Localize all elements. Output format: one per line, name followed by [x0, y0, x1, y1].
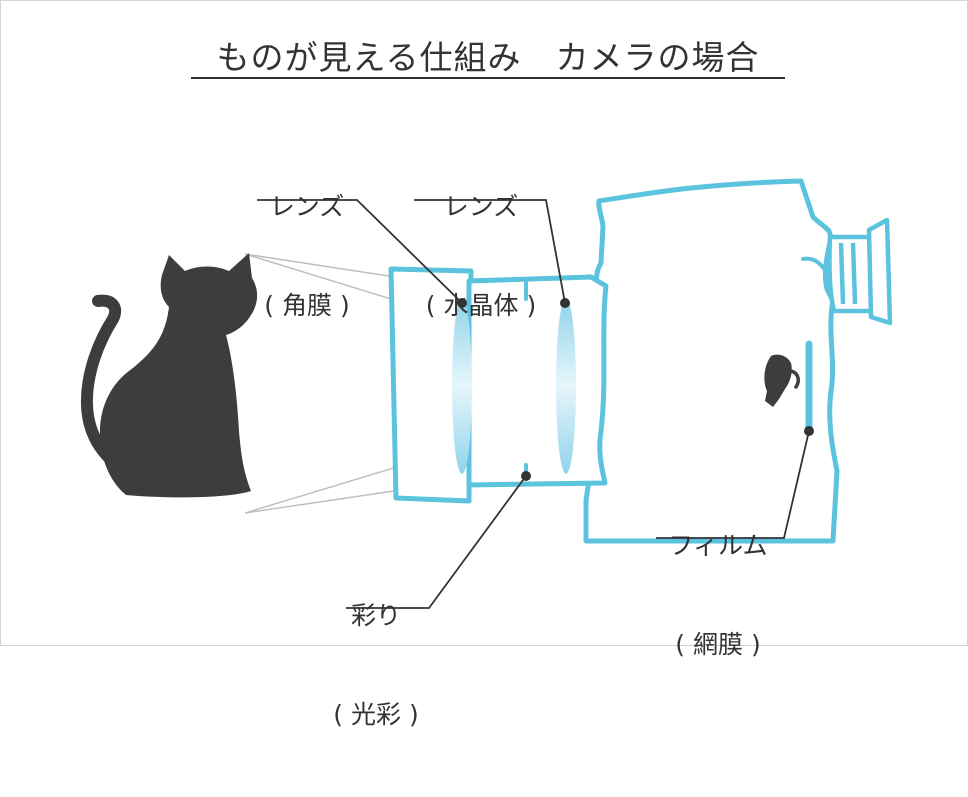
aperture-leader: [346, 475, 527, 609]
inverted-cat-image-icon: [764, 354, 800, 407]
cornea-dot: [457, 298, 467, 308]
crystalline-lens-element: [556, 298, 576, 474]
camera-detail-line: [801, 256, 829, 275]
crystalline-lens-leader: [414, 199, 566, 304]
cornea-label-line2: ( 角膜 ): [264, 291, 350, 320]
viewfinder-eyepiece: [827, 217, 893, 326]
crystalline-lens-label-line2: ( 水晶体 ): [425, 291, 537, 320]
cornea-leader: [257, 199, 463, 304]
crystalline-lens-label-line1: レンズ: [443, 192, 519, 221]
crystalline-lens-dot: [560, 298, 570, 308]
film-label-line1: フィルム: [668, 531, 768, 560]
camera-diagram: [80, 178, 893, 609]
aperture-dot: [521, 471, 531, 481]
film-label: フィルム ( 網膜 ): [643, 463, 793, 727]
cornea-lens-element: [452, 298, 472, 474]
film-dot: [804, 426, 814, 436]
aperture-label: 彩り ( 光彩 ): [313, 533, 439, 797]
figure-frame: ものが見える仕組み カメラの場合: [0, 0, 968, 729]
film-leader: [656, 430, 810, 539]
film-label-line2: ( 網膜 ): [675, 630, 761, 659]
cat-silhouette-icon: [80, 253, 258, 498]
crystalline-lens-label: レンズ ( 水晶体 ): [396, 124, 566, 388]
aperture-label-line1: 彩り: [350, 601, 401, 630]
leader-dots: [457, 298, 814, 481]
cornea-label-line1: レンズ: [269, 192, 345, 221]
title-underline: [191, 77, 785, 79]
page-title: ものが見える仕組み カメラの場合: [216, 38, 760, 77]
aperture-label-line2: ( 光彩 ): [333, 700, 419, 729]
leader-lines: [257, 199, 810, 609]
cornea-label: レンズ ( 角膜 ): [247, 124, 367, 388]
